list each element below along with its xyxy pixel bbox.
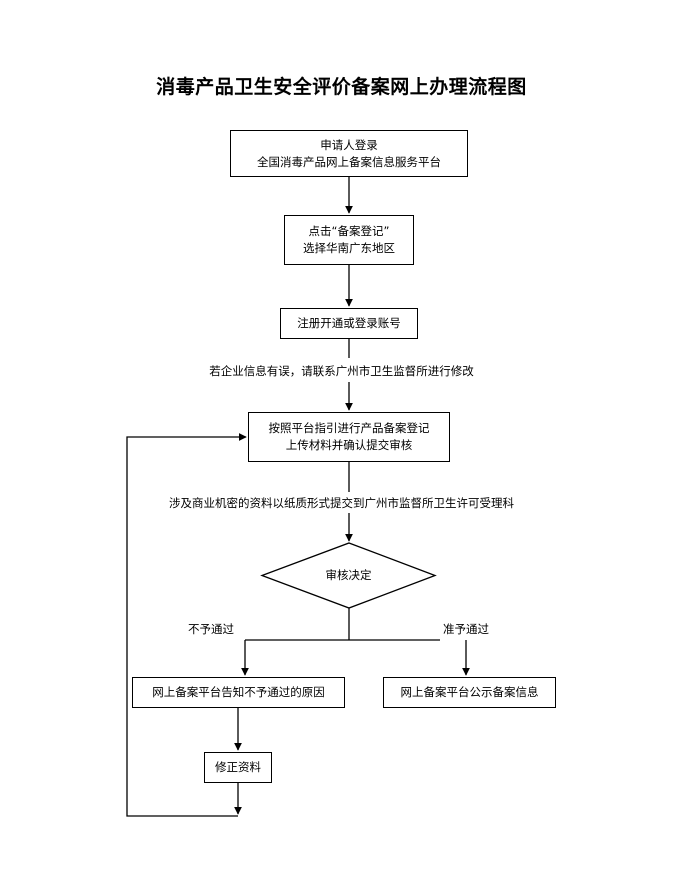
edge-feedback-loop <box>126 433 247 817</box>
node-reject-notice-line-1: 网上备案平台告知不予通过的原因 <box>152 685 325 700</box>
page-title: 消毒产品卫生安全评价备案网上办理流程图 <box>156 76 527 98</box>
node-login[interactable]: 申请人登录 全国消毒产品网上备案信息服务平台 <box>230 130 468 177</box>
node-register-line-2: 选择华南广东地区 <box>303 241 395 255</box>
node-register-line-1: 点击“备案登记” <box>308 224 390 239</box>
node-login-line-2: 全国消毒产品网上备案信息服务平台 <box>257 154 441 169</box>
node-account[interactable]: 注册开通或登录账号 <box>280 308 418 339</box>
node-fix[interactable]: 修正资料 <box>204 752 272 783</box>
node-submit-line-2: 上传材料并确认提交审核 <box>285 438 413 452</box>
node-submit-line-1: 按照平台指引进行产品备案登记 <box>268 421 430 436</box>
node-decision-label: 审核决定 <box>325 568 372 582</box>
node-publish[interactable]: 网上备案平台公示备案信息 <box>383 677 556 708</box>
edge-label-fail: 不予通过 <box>188 622 234 636</box>
edge-label-pass: 准予通过 <box>443 622 489 636</box>
note-company-info: 若企业信息有误，请联系广州市卫生监督所进行修改 <box>209 364 474 378</box>
node-register[interactable]: 点击“备案登记” 选择华南广东地区 <box>284 215 414 265</box>
note-trade-secret: 涉及商业机密的资料以纸质形式提交到广州市监督所卫生许可受理科 <box>169 496 514 510</box>
node-login-line-1: 申请人登录 <box>320 137 378 152</box>
node-reject-notice[interactable]: 网上备案平台告知不予通过的原因 <box>132 677 345 708</box>
node-fix-line-1: 修正资料 <box>215 760 261 775</box>
decision-diamond-shape <box>260 542 437 609</box>
node-publish-line-1: 网上备案平台公示备案信息 <box>400 685 539 700</box>
node-submit[interactable]: 按照平台指引进行产品备案登记 上传材料并确认提交审核 <box>248 412 450 462</box>
node-account-line-1: 注册开通或登录账号 <box>297 316 401 331</box>
